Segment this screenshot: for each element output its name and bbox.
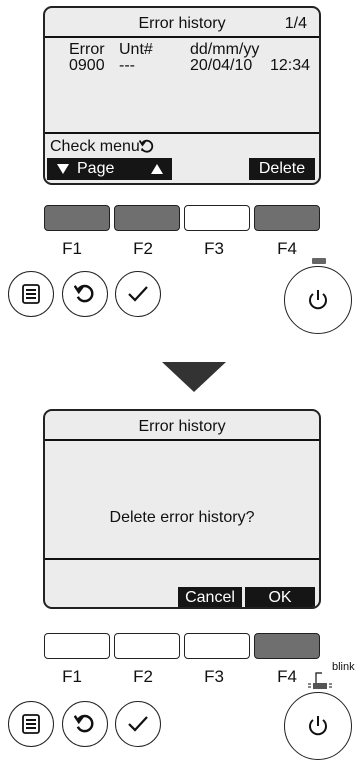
- power-led: [312, 258, 326, 264]
- f4-button[interactable]: [254, 633, 320, 659]
- row-error-code: 0900: [69, 57, 105, 74]
- confirm-button[interactable]: [115, 271, 161, 317]
- check-icon: [128, 286, 148, 302]
- f4-label: F4: [277, 667, 297, 686]
- menu-icon: [22, 714, 40, 734]
- f2-button[interactable]: [114, 205, 180, 231]
- ok-softkey-label: OK: [245, 587, 315, 607]
- f3-label: F3: [204, 667, 224, 686]
- f3-button[interactable]: [184, 205, 250, 231]
- down-arrow-icon: [57, 164, 69, 174]
- f1-button[interactable]: [44, 633, 110, 659]
- f2-label: F2: [133, 239, 153, 258]
- power-icon: [309, 290, 327, 310]
- power-button[interactable]: [284, 692, 352, 760]
- return-icon: [74, 284, 94, 303]
- divider: [45, 132, 319, 134]
- f4-label: F4: [277, 239, 297, 258]
- f3-button[interactable]: [184, 633, 250, 659]
- confirm-button[interactable]: [115, 701, 161, 747]
- page-label: Page: [77, 160, 115, 177]
- f3-label: F3: [204, 239, 224, 258]
- divider: [45, 558, 319, 560]
- f2-label: F2: [133, 667, 153, 686]
- row-date: 20/04/10: [190, 57, 253, 74]
- delete-softkey-label: Delete: [249, 158, 315, 180]
- menu-button[interactable]: [8, 701, 54, 747]
- f1-label: F1: [62, 239, 82, 258]
- delete-confirm-message: Delete error history?: [109, 509, 255, 526]
- menu-icon: [22, 284, 40, 304]
- blink-label: blink: [332, 661, 355, 673]
- row-time: 12:34: [270, 57, 311, 74]
- row-unit: ---: [119, 57, 135, 74]
- f2-button[interactable]: [114, 633, 180, 659]
- return-button[interactable]: [62, 271, 108, 317]
- power-button[interactable]: [284, 266, 352, 334]
- return-icon: [139, 139, 154, 153]
- transition-arrow-icon: [162, 362, 226, 392]
- up-arrow-icon: [151, 164, 163, 174]
- lcd-screen-error-history: Error history 1/4 Error Unt# dd/mm/yy 09…: [43, 6, 321, 185]
- check-menu-label: Check menu:: [50, 138, 145, 155]
- lcd-screen-delete-confirm: Error history Delete error history? Canc…: [43, 409, 321, 609]
- blink-indicator-icon: [308, 672, 332, 689]
- header-date: dd/mm/yy: [190, 41, 260, 58]
- f4-button[interactable]: [254, 205, 320, 231]
- header-error: Error: [69, 41, 105, 58]
- cancel-softkey-label: Cancel: [178, 587, 242, 607]
- menu-button[interactable]: [8, 271, 54, 317]
- screen-title: Error history: [138, 15, 226, 32]
- return-button[interactable]: [62, 701, 108, 747]
- f1-button[interactable]: [44, 205, 110, 231]
- page-softkey-label: Page: [47, 158, 172, 180]
- power-icon: [309, 716, 327, 736]
- f1-label: F1: [62, 667, 82, 686]
- header-unit: Unt#: [119, 41, 153, 58]
- screen-title-bar: Error history: [45, 415, 319, 441]
- page-indicator: 1/4: [284, 15, 307, 32]
- check-icon: [128, 716, 148, 732]
- screen-title-bar: Error history 1/4: [45, 12, 319, 38]
- screen-title: Error history: [138, 418, 226, 435]
- return-icon: [74, 714, 94, 733]
